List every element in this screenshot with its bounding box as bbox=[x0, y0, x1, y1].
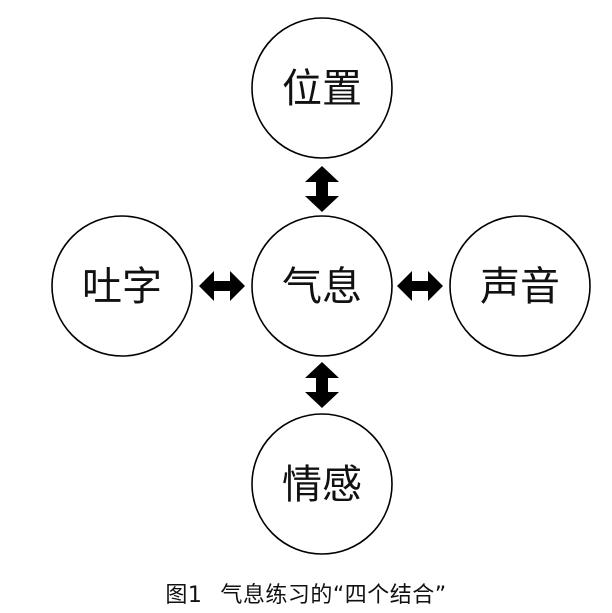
node-right: 声音 bbox=[449, 215, 591, 357]
figure-title: 气息练习的“四个结合” bbox=[220, 583, 447, 608]
node-bottom: 情感 bbox=[251, 413, 393, 555]
figure-number: 图1 bbox=[165, 583, 203, 608]
arrow-center-top bbox=[305, 166, 339, 212]
node-left-label: 吐字 bbox=[82, 264, 162, 310]
node-left-circle bbox=[51, 215, 193, 357]
node-top: 位置 bbox=[251, 17, 393, 159]
node-top-circle bbox=[251, 17, 393, 159]
node-top-label: 位置 bbox=[282, 66, 362, 112]
node-center-circle bbox=[251, 215, 393, 357]
node-center: 气息 bbox=[251, 215, 393, 357]
arrow-left-center bbox=[199, 271, 245, 301]
node-right-circle bbox=[449, 215, 591, 357]
node-bottom-label: 情感 bbox=[282, 462, 362, 508]
arrow-center-bottom bbox=[305, 362, 339, 408]
arrow-center-right bbox=[397, 271, 443, 301]
node-left: 吐字 bbox=[51, 215, 193, 357]
node-right-label: 声音 bbox=[480, 264, 560, 310]
figure-caption: 图1 气息练习的“四个结合” bbox=[0, 577, 612, 609]
node-bottom-circle bbox=[251, 413, 393, 555]
node-center-label: 气息 bbox=[282, 264, 362, 310]
